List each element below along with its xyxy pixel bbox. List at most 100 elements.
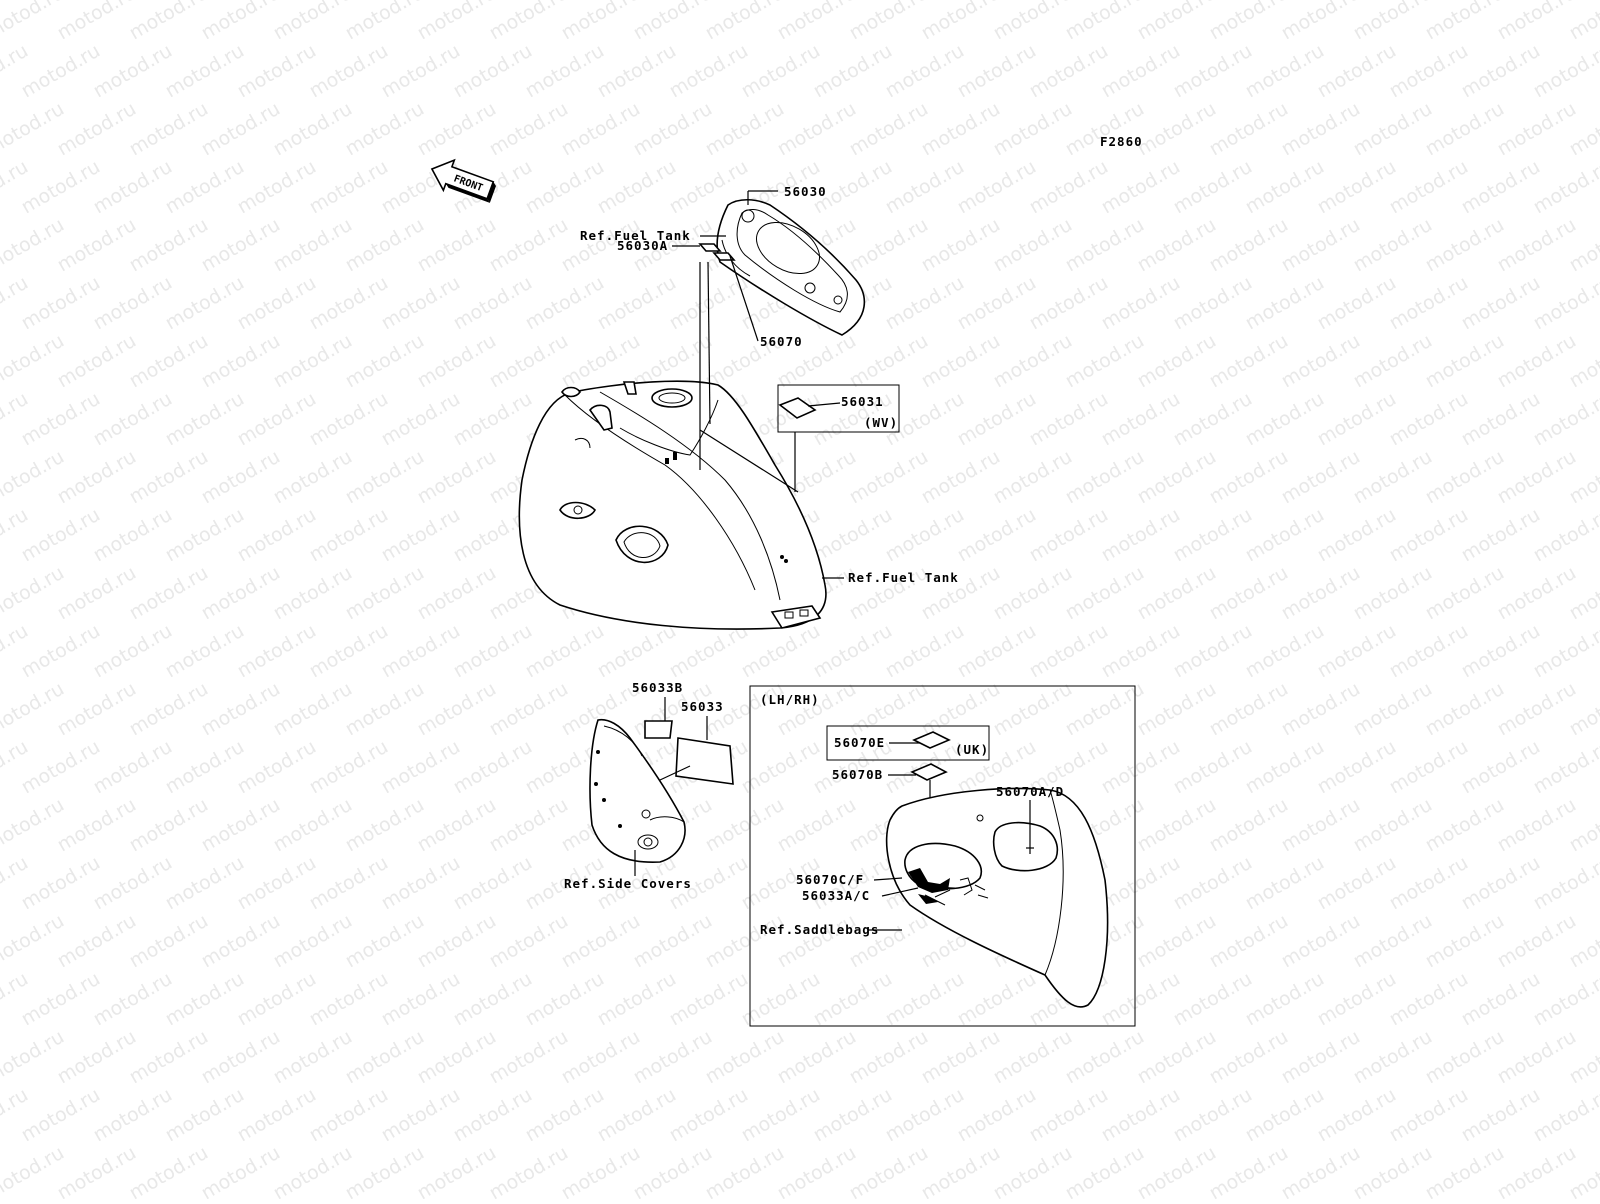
watermark-text: motod.ru xyxy=(414,0,500,44)
watermark-text: motod.ru xyxy=(1026,504,1112,567)
watermark-text: motod.ru xyxy=(774,98,860,161)
watermark-text: motod.ru xyxy=(1098,852,1184,915)
watermark-text: motod.ru xyxy=(1314,620,1400,683)
watermark-text: motod.ru xyxy=(954,1084,1040,1147)
watermark-text: motod.ru xyxy=(1530,40,1600,103)
watermark-text: motod.ru xyxy=(1494,678,1580,741)
watermark-text: motod.ru xyxy=(306,40,392,103)
watermark-text: motod.ru xyxy=(990,330,1076,393)
watermark-text: motod.ru xyxy=(738,40,824,103)
watermark-text: motod.ru xyxy=(846,678,932,741)
watermark-text: motod.ru xyxy=(558,0,644,44)
label-56070e: 56070E xyxy=(834,735,885,750)
watermark-text: motod.ru xyxy=(234,272,320,335)
watermark-text: motod.ru xyxy=(378,620,464,683)
watermark-text: motod.ru xyxy=(666,1084,752,1147)
watermark-text: motod.ru xyxy=(1170,852,1256,915)
watermark-text: motod.ru xyxy=(558,910,644,973)
label-ref-side-covers: Ref.Side Covers xyxy=(564,876,692,891)
label-56070c-f: 56070C/F xyxy=(796,872,864,887)
watermark-text: motod.ru xyxy=(594,620,680,683)
watermark-text: motod.ru xyxy=(378,388,464,451)
watermark-text: motod.ru xyxy=(1242,968,1328,1031)
watermark-text: motod.ru xyxy=(342,678,428,741)
watermark-text: motod.ru xyxy=(990,562,1076,625)
watermark-text: motod.ru xyxy=(1242,504,1328,567)
watermark-text: motod.ru xyxy=(0,214,68,277)
watermark-text: motod.ru xyxy=(1386,156,1472,219)
watermark-text: motod.ru xyxy=(54,98,140,161)
watermark-text: motod.ru xyxy=(1242,156,1328,219)
watermark-text: motod.ru xyxy=(1350,678,1436,741)
watermark-text: motod.ru xyxy=(1386,968,1472,1031)
watermark-text: motod.ru xyxy=(594,272,680,335)
watermark-text: motod.ru xyxy=(198,794,284,857)
watermark-text: motod.ru xyxy=(1422,1142,1508,1200)
watermark-text: motod.ru xyxy=(1062,1026,1148,1089)
watermark-text: motod.ru xyxy=(702,1142,788,1200)
watermark-text: motod.ru xyxy=(18,272,104,335)
watermark-text: motod.ru xyxy=(1314,1084,1400,1147)
watermark-text: motod.ru xyxy=(54,446,140,509)
watermark-text: motod.ru xyxy=(1530,968,1600,1031)
watermark-text: motod.ru xyxy=(1314,156,1400,219)
watermark-text: motod.ru xyxy=(1314,388,1400,451)
watermark-text: motod.ru xyxy=(1206,446,1292,509)
watermark-text: motod.ru xyxy=(558,98,644,161)
watermark-text: motod.ru xyxy=(486,98,572,161)
watermark-text: motod.ru xyxy=(1494,562,1580,625)
watermark-text: motod.ru xyxy=(1458,388,1544,451)
watermark-text: motod.ru xyxy=(18,504,104,567)
watermark-text: motod.ru xyxy=(1422,98,1508,161)
watermark-text: motod.ru xyxy=(1134,794,1220,857)
watermark-text: motod.ru xyxy=(414,678,500,741)
watermark-text: motod.ru xyxy=(414,330,500,393)
watermark-text: motod.ru xyxy=(486,0,572,44)
watermark-text: motod.ru xyxy=(0,330,68,393)
watermark-text: motod.ru xyxy=(954,504,1040,567)
watermark-text: motod.ru xyxy=(1206,0,1292,44)
watermark-text: motod.ru xyxy=(1530,620,1600,683)
watermark-text: motod.ru xyxy=(126,1026,212,1089)
watermark-text: motod.ru xyxy=(1494,98,1580,161)
watermark-text: motod.ru xyxy=(1314,736,1400,799)
watermark-text: motod.ru xyxy=(1458,504,1544,567)
watermark-text: motod.ru xyxy=(1062,214,1148,277)
watermark-text: motod.ru xyxy=(342,910,428,973)
watermark-text: motod.ru xyxy=(54,562,140,625)
watermark-text: motod.ru xyxy=(918,330,1004,393)
watermark-text: motod.ru xyxy=(738,1084,824,1147)
watermark-text: motod.ru xyxy=(234,1084,320,1147)
watermark-text: motod.ru xyxy=(1134,0,1220,44)
watermark-text: motod.ru xyxy=(702,1026,788,1089)
label-wv: (WV) xyxy=(864,415,898,430)
watermark-text: motod.ru xyxy=(1062,0,1148,44)
watermark-text: motod.ru xyxy=(1350,330,1436,393)
watermark-text: motod.ru xyxy=(774,794,860,857)
watermark-text: motod.ru xyxy=(414,214,500,277)
watermark-text: motod.ru xyxy=(1278,446,1364,509)
watermark-text: motod.ru xyxy=(774,1142,860,1200)
watermark-text: motod.ru xyxy=(90,620,176,683)
watermark-text: motod.ru xyxy=(162,272,248,335)
watermark-text: motod.ru xyxy=(306,736,392,799)
watermark-text: motod.ru xyxy=(378,968,464,1031)
watermark-text: motod.ru xyxy=(0,446,68,509)
decal-56033b xyxy=(645,721,672,738)
watermark-text: motod.ru xyxy=(270,98,356,161)
watermark-text: motod.ru xyxy=(90,40,176,103)
watermark-text: motod.ru xyxy=(918,678,1004,741)
watermark-text: motod.ru xyxy=(486,214,572,277)
saddlebag-part xyxy=(887,789,1108,1007)
watermark-text: motod.ru xyxy=(1422,446,1508,509)
watermark-text: motod.ru xyxy=(774,0,860,44)
watermark-text: motod.ru xyxy=(1530,156,1600,219)
watermark-text: motod.ru xyxy=(306,272,392,335)
decal-56033 xyxy=(676,738,733,784)
watermark-text: motod.ru xyxy=(54,330,140,393)
watermark-text: motod.ru xyxy=(630,0,716,44)
watermark-text: motod.ru xyxy=(1386,620,1472,683)
watermark-text: motod.ru xyxy=(198,1026,284,1089)
label-56070b: 56070B xyxy=(832,767,883,782)
watermark-text: motod.ru xyxy=(306,968,392,1031)
